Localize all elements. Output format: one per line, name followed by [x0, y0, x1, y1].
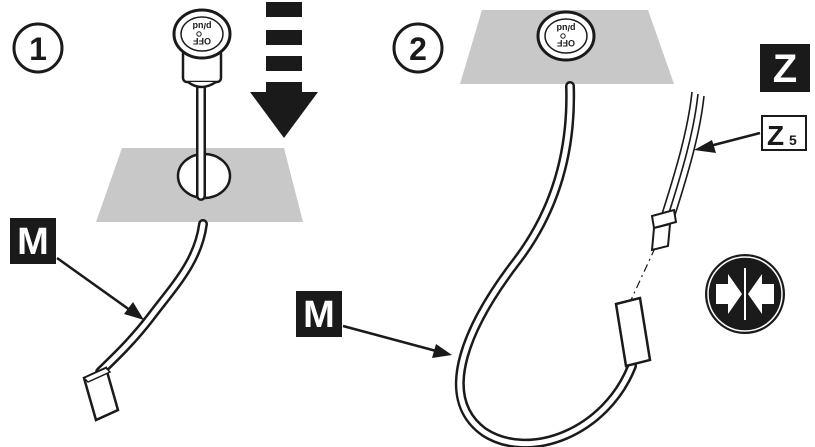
label-z5-letter: Z [767, 120, 784, 151]
leader-line-z5 [694, 131, 761, 153]
button-component-step-1: p/ud OFF [172, 8, 232, 89]
cable-step-2 [454, 81, 637, 447]
cable-step-1-lower [95, 219, 208, 377]
label-z5: Z 5 [761, 115, 807, 151]
button-component-step-2: p/ud OFF [536, 10, 596, 62]
connector-z-male [650, 208, 678, 252]
label-m-step-2: M [296, 291, 342, 337]
leader-line-m-step-2 [342, 324, 452, 358]
step-1-badge: 1 [12, 22, 64, 74]
button-face-top-text-2: p/ud [557, 23, 576, 33]
label-z5-index: 5 [789, 132, 797, 148]
step-2-badge: 2 [392, 22, 444, 74]
label-z-main: Z [760, 44, 810, 92]
step-1-number: 1 [29, 31, 47, 67]
step-2-number: 2 [409, 31, 427, 67]
label-m-step-1-text: M [17, 221, 49, 263]
label-m-step-1: M [10, 218, 56, 264]
button-face-top-text: p/ud [193, 21, 212, 31]
alignment-line [630, 247, 656, 301]
button-face-bottom-text: OFF [193, 36, 211, 46]
label-m-step-2-text: M [303, 294, 335, 336]
leader-line-m-step-1 [56, 256, 144, 320]
down-arrow-icon [250, 2, 318, 138]
label-z-main-text: Z [773, 47, 797, 91]
button-face-bottom-text-2: OFF [557, 38, 575, 48]
connector-step-1 [82, 366, 120, 422]
connector-step-2-female [614, 296, 652, 368]
z-wire-bundle [661, 91, 705, 219]
connect-arrows-icon [705, 254, 785, 334]
